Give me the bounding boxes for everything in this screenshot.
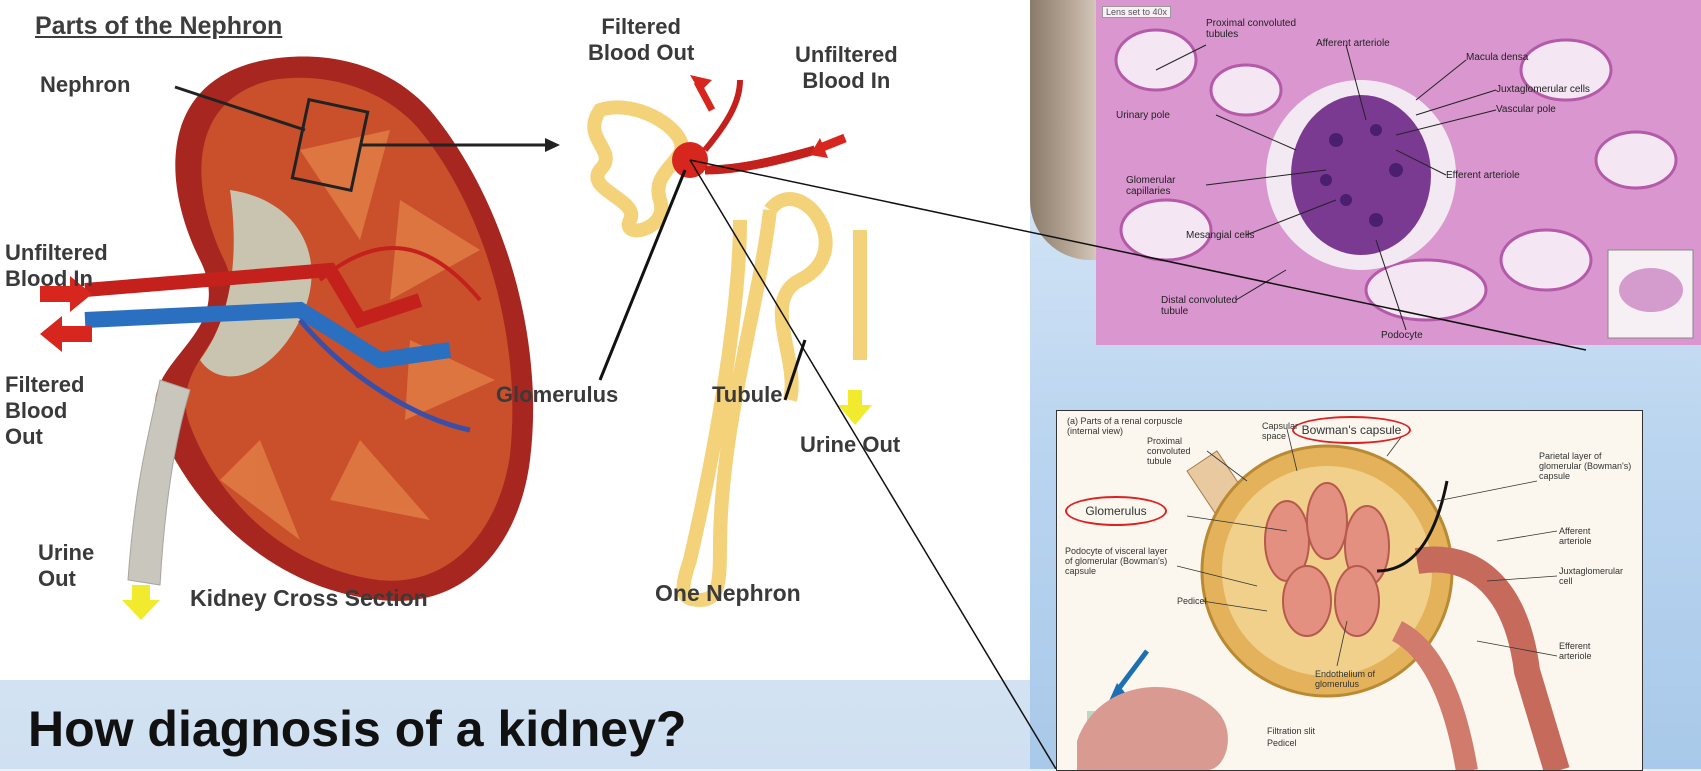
histo-label-11: Podocyte (1381, 330, 1423, 341)
histo-label-6: Urinary pole (1116, 110, 1170, 121)
renal-corpuscle-figure: (a) Parts of a renal corpuscle (internal… (1056, 410, 1643, 771)
histology-micrograph: Lens set to 40x Proximal convoluted tubu… (1096, 0, 1701, 345)
blue-arrow (1117, 651, 1147, 691)
label-filtered-blood-out-top: Filtered Blood Out (588, 14, 694, 66)
ureter (128, 380, 190, 585)
podocyte-inset (1077, 687, 1228, 770)
label-parietal-layer: Parietal layer of glomerular (Bowman's) … (1539, 451, 1639, 481)
label-filtered-blood-out-left: Filtered Blood Out (5, 372, 84, 450)
arrow-urine-out-right (838, 390, 872, 425)
glomerulus-ball (672, 142, 708, 178)
label-urine-out-left: Urine Out (38, 540, 94, 592)
nephron-link-arrow (545, 138, 560, 152)
label-efferent-arteriole: Efferent arteriole (1559, 641, 1619, 661)
label-unfiltered-blood-in-left: Unfiltered Blood In (5, 240, 108, 292)
label-nephron: Nephron (40, 72, 130, 98)
label-endothelium: Endothelium of glomerulus (1315, 669, 1385, 689)
lens-label: Lens set to 40x (1102, 6, 1171, 18)
caption-one-nephron: One Nephron (655, 580, 801, 607)
animal-photo-edge (1030, 0, 1100, 260)
label-urine-out-right: Urine Out (800, 432, 900, 458)
kidney-illustration (0, 0, 1030, 680)
histo-label-2: Afferent arteriole (1316, 38, 1390, 49)
glomerulus-tuft (1291, 95, 1431, 255)
label-filtration-slit: Filtration slit (1267, 726, 1315, 736)
diagram-title: Parts of the Nephron (35, 12, 282, 41)
label-tubule: Tubule (712, 382, 782, 408)
histo-label-4: Juxtaglomerular cells (1496, 84, 1590, 95)
label-unfiltered-blood-in-top: Unfiltered Blood In (795, 42, 898, 94)
textbook-heading: (a) Parts of a renal corpuscle (internal… (1067, 416, 1187, 436)
arrow-filtered-out (40, 316, 92, 352)
label-capsular-space: Capsular space (1262, 421, 1302, 441)
histo-label-3: Macula densa (1466, 52, 1528, 63)
label-glomerulus: Glomerulus (496, 382, 618, 408)
bowman-capsule-oval-label: Bowman's capsule (1292, 416, 1411, 444)
histo-label-9: Mesangial cells (1186, 230, 1254, 241)
histo-label-8: Efferent arteriole (1446, 170, 1520, 181)
distal-tubule (770, 199, 826, 400)
glomerulus-oval-label: Glomerulus (1065, 496, 1167, 526)
label-podocyte-visceral: Podocyte of visceral layer of glomerular… (1065, 546, 1175, 576)
caption-kidney-cross-section: Kidney Cross Section (190, 585, 428, 612)
slide-question: How diagnosis of a kidney? (28, 700, 686, 758)
efferent-vessel (705, 80, 740, 150)
arrow-urine-out-left (122, 585, 160, 620)
afferent-vessel (705, 150, 815, 170)
histo-label-5: Vascular pole (1496, 104, 1556, 115)
label-pedicel: Pedicel (1177, 596, 1207, 606)
histology-drawing (1096, 0, 1701, 345)
histo-label-10: Distal convoluted tubule (1161, 295, 1251, 317)
label-proximal-convoluted-tubule: Proximal convoluted tubule (1147, 436, 1197, 466)
glomerular-loops (1265, 483, 1389, 636)
label-afferent-arteriole: Afferent arteriole (1559, 526, 1619, 546)
thumbnail-tissue (1619, 268, 1683, 312)
nephron-diagram-panel: Parts of the Nephron Nephron Unfiltered … (0, 0, 1030, 680)
label-juxtaglomerular-cell: Juxtaglomerular cell (1559, 566, 1629, 586)
label-pedicel-inset: Pedicel (1267, 738, 1297, 748)
histo-label-7: Glomerular capillaries (1126, 175, 1196, 197)
histo-label-1: Proximal convoluted tubules (1206, 18, 1316, 40)
